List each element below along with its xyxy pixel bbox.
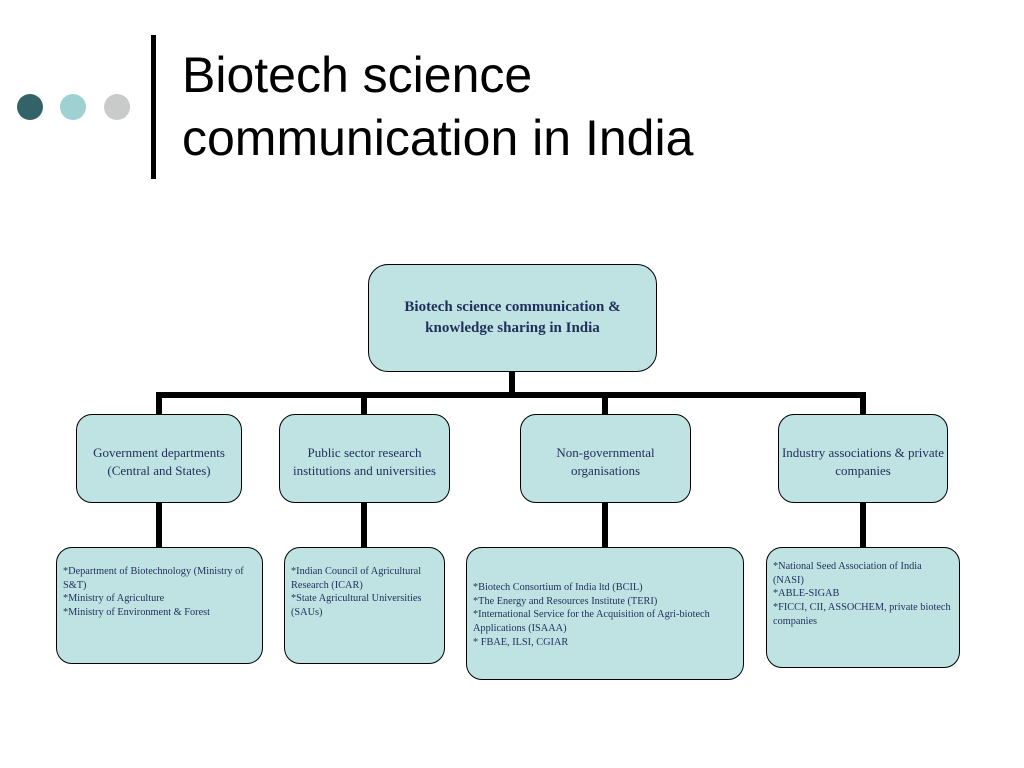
member-item: *International Service for the Acquisiti… [473, 609, 710, 635]
member-item: *ABLE-SIGAB [773, 588, 840, 600]
root-node-label: Biotech science communication & knowledg… [404, 299, 621, 336]
decorative-dot-light [60, 94, 86, 120]
member-item: *Ministry of Environment & Forest [63, 607, 211, 619]
member-item: *Biotech Consortium of India ltd (BCIL) [473, 582, 643, 593]
category-node-public-sector: Public sector research institutions and … [279, 414, 450, 503]
member-item: *Indian Council of Agricultural Research… [291, 566, 422, 591]
member-item: *The Energy and Resources Institute (TER… [473, 595, 658, 607]
category-node-ngo: Non-governmental organisations [520, 414, 691, 503]
category-node-government: Government departments (Central and Stat… [76, 414, 242, 503]
member-item: *Department of Biotechnology (Ministry o… [63, 566, 244, 591]
decorative-dot-gray [104, 94, 130, 120]
category-label-government: Government departments (Central and Stat… [93, 445, 225, 478]
slide-title: Biotech science communication in India [182, 44, 982, 170]
member-item: * FBAE, ILSI, CGIAR [473, 636, 569, 648]
category-label-industry: Industry associations & private companie… [781, 445, 945, 478]
member-item: *FICCI, CII, ASSOCHEM, private biotech c… [773, 602, 951, 627]
member-item: *Ministry of Agriculture [63, 593, 165, 605]
decorative-dot-dark [17, 94, 43, 120]
category-node-industry: Industry associations & private companie… [778, 414, 948, 503]
members-list-public-sector: *Indian Council of Agricultural Research… [284, 547, 445, 664]
member-item: *National Seed Association of India (NAS… [773, 561, 922, 586]
members-list-industry: *National Seed Association of India (NAS… [766, 547, 960, 668]
slide-title-line-1: Biotech science [182, 47, 533, 103]
slide-title-line-2: communication in India [182, 110, 694, 166]
members-list-government: *Department of Biotechnology (Ministry o… [56, 547, 263, 664]
category-label-ngo: Non-governmental organisations [556, 445, 655, 478]
category-label-public-sector: Public sector research institutions and … [293, 445, 436, 478]
root-node: Biotech science communication & knowledg… [368, 264, 657, 372]
member-item: *State Agricultural Universities (SAUs) [291, 593, 422, 619]
title-divider [151, 35, 156, 179]
connector-lines [156, 369, 866, 550]
members-list-ngo: *Biotech Consortium of India ltd (BCIL) … [466, 547, 744, 680]
